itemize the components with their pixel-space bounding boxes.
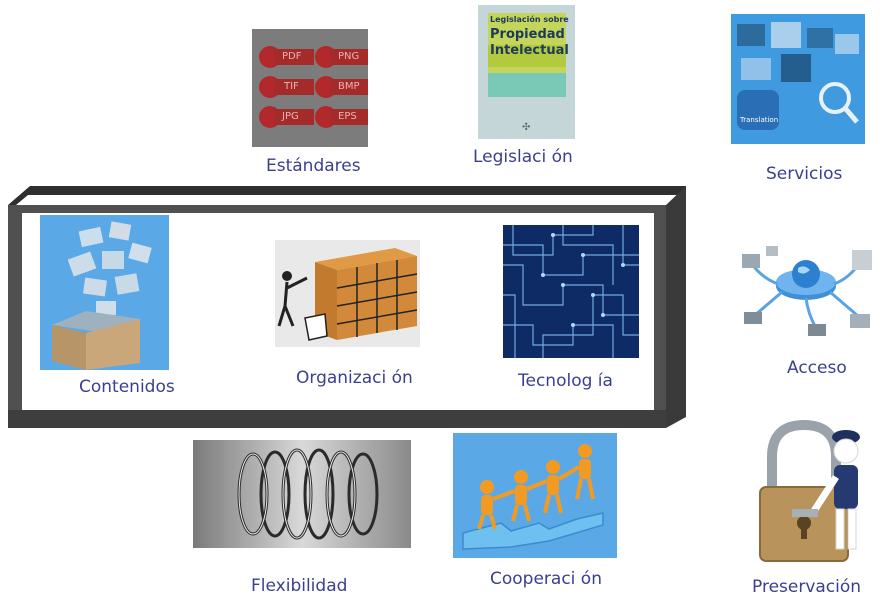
- cooperation-image: [453, 433, 617, 558]
- format-eps: EPS: [338, 111, 357, 122]
- legislation-book-image: Legislación sobre Propiedad Intelectual …: [478, 5, 575, 139]
- services-image: Translation: [731, 14, 865, 144]
- cooperation-label: Cooperaci ón: [490, 569, 602, 589]
- preservation-image: [752, 417, 880, 565]
- organization-image: [275, 240, 420, 347]
- standards-image: PDF PNG TIF BMP JPG EPS: [252, 29, 368, 147]
- translation-badge: Translation: [740, 116, 779, 124]
- book-logo-icon: ✣: [522, 122, 531, 133]
- access-label: Acceso: [787, 358, 847, 378]
- technology-label: Tecnolog ía: [518, 371, 613, 391]
- book-title-line2: Intelectual: [490, 43, 569, 58]
- preservation-label: Preservación: [752, 577, 862, 597]
- format-jpg: JPG: [282, 111, 299, 122]
- standards-label: Estándares: [266, 156, 361, 176]
- format-tif: TIF: [284, 81, 299, 92]
- access-image: [738, 232, 874, 340]
- legislation-label: Legislaci ón: [473, 147, 573, 167]
- format-icons: [259, 46, 368, 128]
- format-bmp: BMP: [338, 81, 360, 92]
- contents-label: Contenidos: [79, 377, 175, 397]
- services-label: Servicios: [766, 164, 843, 184]
- format-png: PNG: [338, 51, 360, 62]
- book-title-small: Legislación sobre: [490, 15, 569, 24]
- contents-image: [40, 215, 169, 370]
- format-pdf: PDF: [282, 51, 302, 62]
- book-title-line1: Propiedad: [490, 27, 565, 42]
- technology-image: [503, 225, 639, 358]
- flexibility-label: Flexibilidad: [251, 576, 348, 596]
- flexibility-image: [193, 440, 411, 548]
- organization-label: Organizaci ón: [296, 368, 413, 388]
